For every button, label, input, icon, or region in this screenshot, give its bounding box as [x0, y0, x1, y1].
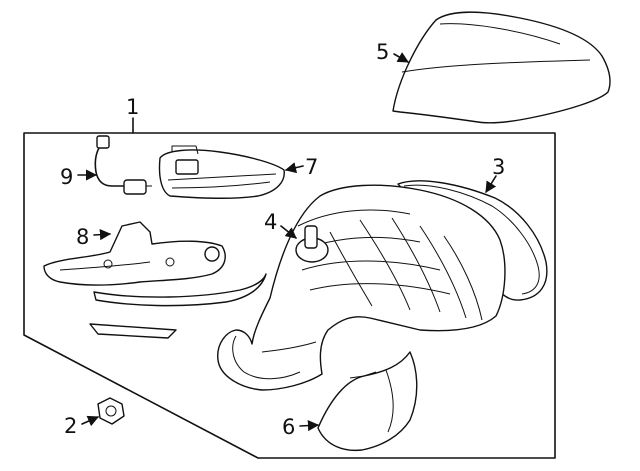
assembly-boundary	[23, 132, 556, 459]
part-2-nut	[97, 397, 125, 425]
leader-6	[299, 419, 320, 432]
callout-7: 7	[305, 155, 318, 179]
leader-3	[485, 175, 497, 193]
callout-6: 6	[282, 415, 295, 439]
leader-5	[393, 52, 409, 63]
leader-4	[280, 225, 297, 239]
callout-9: 9	[60, 165, 73, 189]
part-8-bracket	[43, 221, 267, 339]
part-6-lower-cover	[317, 351, 418, 452]
leader-2	[81, 415, 100, 427]
callout-2: 2	[64, 414, 77, 438]
leader-8	[93, 229, 112, 241]
part-4-mirror-housing	[217, 184, 506, 391]
callout-3: 3	[492, 155, 505, 179]
callout-4: 4	[264, 210, 277, 234]
part-9-harness	[94, 135, 152, 195]
leader-7	[284, 162, 304, 174]
part-5-mirror-cover	[392, 11, 611, 124]
callout-8: 8	[76, 225, 89, 249]
callout-5: 5	[376, 40, 389, 64]
part-7-turn-signal	[158, 145, 285, 200]
callout-1: 1	[126, 95, 139, 119]
